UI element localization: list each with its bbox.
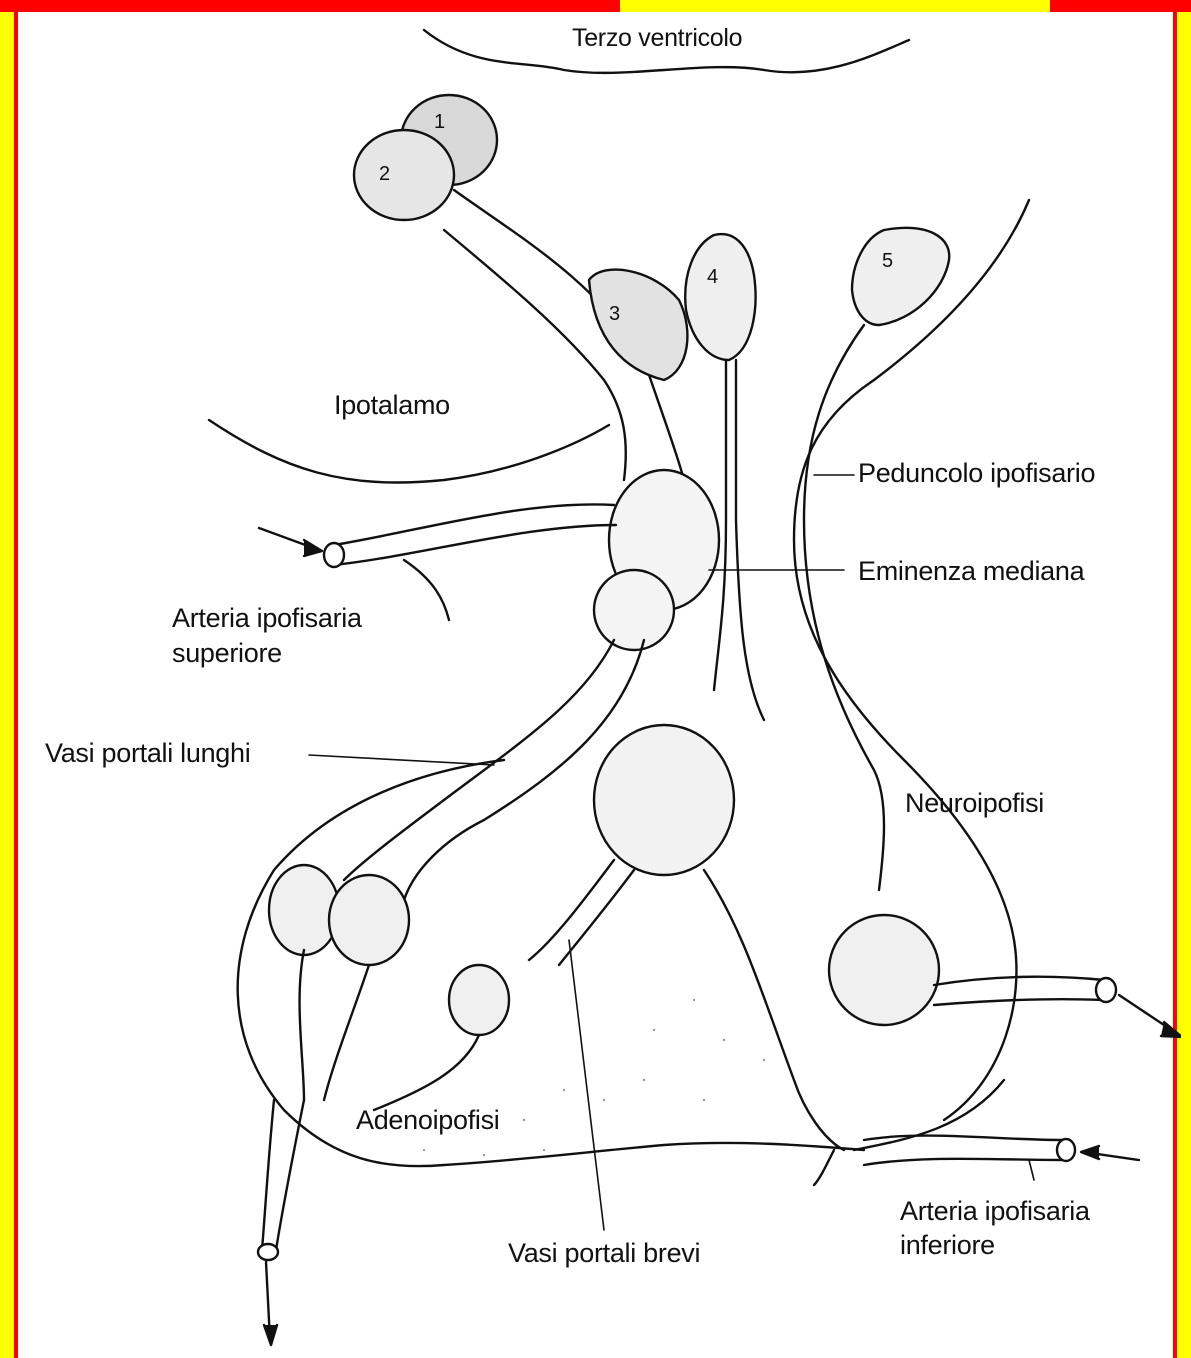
axon-tract-1-2 bbox=[444, 230, 626, 480]
red-border-top-right bbox=[1052, 0, 1191, 12]
red-border-top-left bbox=[0, 0, 618, 12]
label-vasi-portali-lunghi: Vasi portali lunghi bbox=[45, 738, 250, 769]
hypophyseal-vein bbox=[262, 1100, 274, 1250]
artery-arrowhead bbox=[1081, 1146, 1099, 1159]
nucleus-4-body bbox=[685, 234, 755, 360]
label-arteria-sup-line2: superiore bbox=[172, 638, 282, 669]
neurohypophysis-lobe bbox=[854, 1080, 1004, 1150]
axon-5 bbox=[804, 325, 884, 890]
nucleus-5-label: 5 bbox=[882, 250, 893, 272]
primary-capillary-plexus bbox=[594, 570, 674, 650]
outflow-opening bbox=[1096, 978, 1116, 1002]
secondary-capillary-plexus bbox=[269, 865, 339, 955]
artery-branch bbox=[814, 1150, 834, 1185]
leader-arteria-inf bbox=[1029, 1160, 1034, 1180]
long-portal-vessel bbox=[344, 640, 614, 880]
secondary-capillary-plexus bbox=[329, 875, 409, 965]
axon-4 bbox=[736, 360, 764, 720]
short-portal-plexus bbox=[594, 725, 734, 875]
pituitary-diagram: 1 2 3 4 5 bbox=[18, 12, 1181, 1358]
label-neuroipofisi: Neuroipofisi bbox=[905, 788, 1044, 819]
label-arteria-sup-line1: Arteria ipofisaria bbox=[172, 603, 362, 634]
nucleus-3-body bbox=[589, 270, 687, 380]
artery-branch bbox=[404, 560, 449, 620]
superior-hypophyseal-artery bbox=[334, 504, 614, 545]
capillary-branches bbox=[300, 950, 479, 1110]
adenohypophysis-outline bbox=[238, 760, 864, 1166]
superior-hypophyseal-artery bbox=[334, 525, 616, 565]
nucleus-3-label: 3 bbox=[609, 303, 620, 325]
label-eminenza-mediana: Eminenza mediana bbox=[858, 556, 1084, 587]
leader-vasi-lunghi bbox=[309, 755, 494, 765]
vein-opening bbox=[258, 1244, 278, 1260]
inferior-outflow-vein bbox=[934, 977, 1104, 985]
label-terzo-ventricolo: Terzo ventricolo bbox=[572, 24, 742, 53]
hypophyseal-vein bbox=[276, 1100, 304, 1250]
diagram-panel: 1 2 3 4 5 bbox=[14, 12, 1177, 1358]
leader-vasi-brevi bbox=[569, 940, 604, 1230]
inferior-hypophyseal-artery bbox=[864, 1136, 1064, 1140]
nucleus-2-label: 2 bbox=[379, 163, 390, 185]
inferior-capillary-plexus bbox=[829, 915, 939, 1025]
hypothalamus-outline bbox=[209, 420, 609, 483]
secondary-capillary-plexus bbox=[449, 965, 509, 1035]
nucleus-2-body bbox=[354, 130, 454, 220]
nucleus-1-label: 1 bbox=[434, 111, 445, 133]
label-arteria-inf-line1: Arteria ipofisaria bbox=[900, 1196, 1090, 1227]
label-peduncolo-ipofisario: Peduncolo ipofisario bbox=[858, 458, 1095, 489]
label-arteria-inf-line2: inferiore bbox=[900, 1230, 995, 1261]
label-vasi-portali-brevi: Vasi portali brevi bbox=[508, 1238, 700, 1269]
short-portal-vessel bbox=[704, 870, 844, 1150]
artery-opening bbox=[324, 543, 344, 567]
label-adenoipofisi: Adenoipofisi bbox=[356, 1105, 500, 1136]
vein-arrowhead bbox=[264, 1325, 277, 1345]
inferior-hypophyseal-artery bbox=[864, 1159, 1064, 1165]
nucleus-5-body bbox=[852, 228, 949, 325]
outflow-arrowhead bbox=[1161, 1022, 1181, 1037]
inferior-outflow-vein bbox=[934, 999, 1104, 1005]
artery-opening bbox=[1057, 1139, 1075, 1161]
artery-arrowhead bbox=[304, 540, 322, 556]
nucleus-4-label: 4 bbox=[707, 266, 718, 288]
label-ipotalamo: Ipotalamo bbox=[334, 390, 450, 421]
short-portal-vessel bbox=[529, 860, 614, 960]
